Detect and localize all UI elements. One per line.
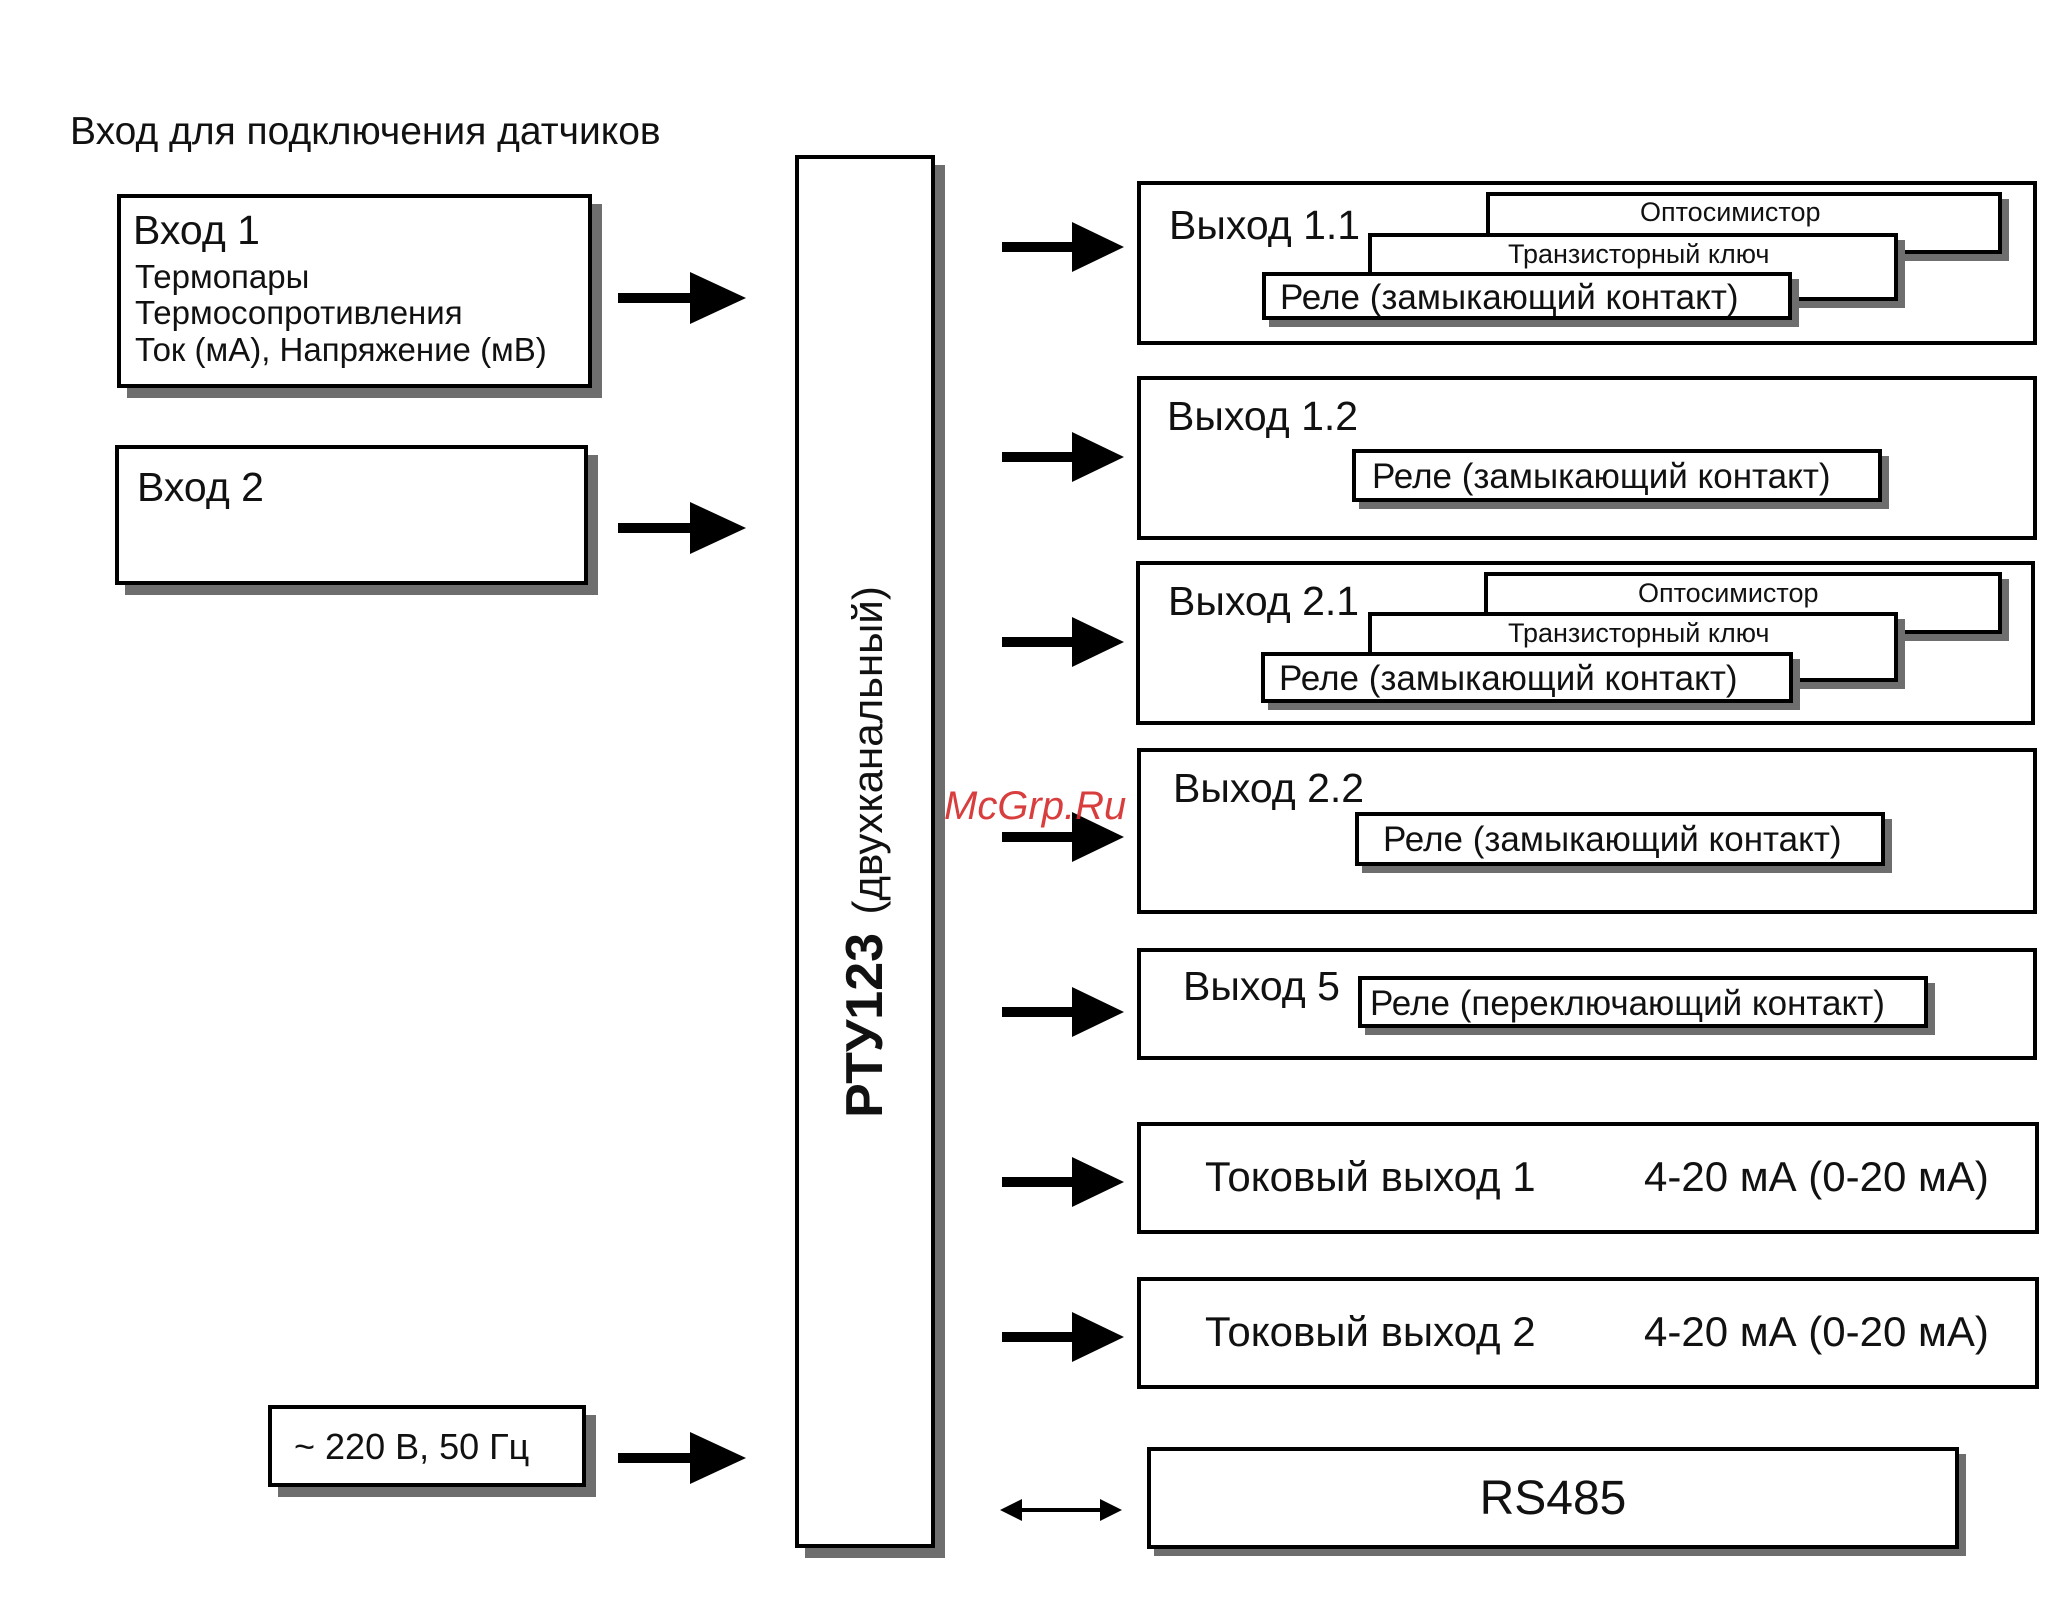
arrow-output-2-1: [1002, 617, 1124, 667]
output-1-1-title: Выход 1.1: [1169, 202, 1361, 248]
arrow-output-5: [1002, 987, 1124, 1037]
output-1-2-title: Выход 1.2: [1167, 393, 1359, 439]
rs485-label: RS485: [1479, 1472, 1627, 1525]
output-5-option-label: Реле (переключающий контакт): [1370, 984, 1885, 1023]
output-1-1-option-label: Реле (замыкающий контакт): [1280, 278, 1739, 317]
output-2-1-title: Выход 2.1: [1168, 578, 1360, 624]
device-label: РТУ123 (двухканальный): [836, 585, 894, 1118]
arrow-current-output-2: [1002, 1312, 1124, 1362]
input-1-line-current-voltage: Ток (мА), Напряжение (мВ): [135, 331, 547, 368]
input-1-line-rtd: Термосопротивления: [135, 294, 463, 331]
input-2-box: Вход 2: [115, 445, 588, 585]
arrow-input-1: [618, 272, 746, 324]
arrow-current-output-1: [1002, 1157, 1124, 1207]
output-1-2-option-relay: Реле (замыкающий контакт): [1352, 449, 1882, 502]
watermark: McGrp.Ru: [944, 784, 1127, 828]
output-2-2-option-relay: Реле (замыкающий контакт): [1355, 812, 1885, 866]
power-supply-label: ~ 220 В, 50 Гц: [294, 1426, 530, 1467]
output-2-1-option-label: Реле (замыкающий контакт): [1279, 659, 1738, 698]
output-2-2-option-label: Реле (замыкающий контакт): [1383, 820, 1842, 859]
arrow-rs485-bidirectional: [1000, 1499, 1122, 1521]
device-block: РТУ123 (двухканальный): [795, 155, 935, 1548]
power-supply-box: ~ 220 В, 50 Гц: [268, 1405, 586, 1487]
output-2-1-option-label: Транзисторный ключ: [1508, 618, 1770, 648]
current-output-2-title: Токовый выход 2: [1205, 1308, 1536, 1355]
output-2-2-title: Выход 2.2: [1173, 765, 1365, 811]
input-1-title: Вход 1: [133, 207, 260, 253]
arrow-output-2-2: [1002, 812, 1124, 862]
output-2-1-option-label: Оптосимистор: [1638, 578, 1819, 608]
output-1-1-option-label: Оптосимистор: [1640, 197, 1821, 227]
header-title: Вход для подключения датчиков: [70, 110, 661, 153]
device-subtitle: (двухканальный): [844, 585, 891, 914]
output-1-1-option-label: Транзисторный ключ: [1508, 239, 1770, 269]
device-model: РТУ123: [836, 932, 894, 1118]
current-output-1-title: Токовый выход 1: [1205, 1153, 1536, 1200]
current-output-1-box: Токовый выход 1 4-20 мА (0-20 мА): [1137, 1122, 2039, 1234]
current-output-2-box: Токовый выход 2 4-20 мА (0-20 мА): [1137, 1277, 2039, 1389]
rs485-box: RS485: [1147, 1447, 1959, 1549]
arrow-power: [618, 1432, 746, 1484]
output-2-1-option-relay: Реле (замыкающий контакт): [1261, 652, 1793, 703]
output-5-option-relay: Реле (переключающий контакт): [1358, 976, 1928, 1028]
arrow-input-2: [618, 502, 746, 554]
output-5-title: Выход 5: [1183, 963, 1340, 1009]
current-output-1-range: 4-20 мА (0-20 мА): [1644, 1153, 1989, 1200]
output-1-2-option-label: Реле (замыкающий контакт): [1372, 457, 1831, 496]
arrow-output-1-2: [1002, 432, 1124, 482]
input-1-line-thermocouples: Термопары: [135, 258, 310, 295]
input-2-title: Вход 2: [137, 464, 264, 510]
arrow-output-1-1: [1002, 222, 1124, 272]
current-output-2-range: 4-20 мА (0-20 мА): [1644, 1308, 1989, 1355]
input-1-box: Вход 1 Термопары Термосопротивления Ток …: [117, 194, 592, 388]
output-1-1-option-relay: Реле (замыкающий контакт): [1262, 272, 1792, 320]
